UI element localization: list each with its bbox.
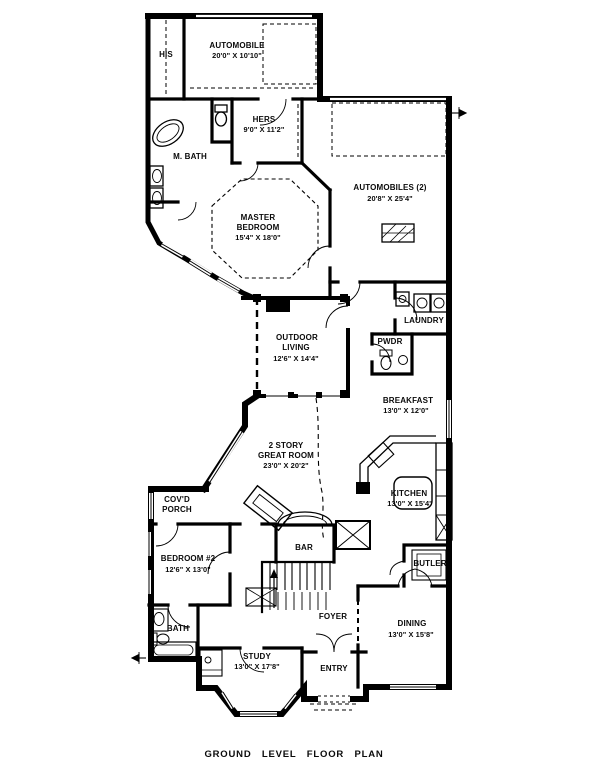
outdoor-fireplace — [266, 299, 290, 312]
label-bedroom-2: BEDROOM #2 12'6" X 13'0" — [161, 554, 216, 574]
windows — [147, 14, 451, 716]
svg-text:12'6" X 13'0": 12'6" X 13'0" — [165, 565, 211, 574]
kitchen-counter — [359, 435, 436, 492]
staircase — [269, 562, 331, 610]
great-room-fireplace — [242, 484, 294, 532]
master-tub — [152, 119, 184, 147]
front-door-opening — [318, 695, 350, 703]
svg-text:BREAKFAST: BREAKFAST — [383, 396, 433, 405]
label-master-bedroom: MASTER BEDROOM 15'4" X 18'0" — [235, 213, 281, 242]
svg-text:2 STORY: 2 STORY — [269, 441, 304, 450]
kitchen-island — [393, 476, 433, 510]
svg-text:GREAT ROOM: GREAT ROOM — [258, 451, 314, 460]
label-hers: HERS 9'0" X 11'2" — [244, 115, 285, 134]
svg-text:STUDY: STUDY — [243, 652, 271, 661]
svg-text:PWDR: PWDR — [377, 337, 402, 346]
svg-text:COV'D: COV'D — [164, 495, 190, 504]
bar-counter — [277, 511, 333, 526]
study-closet — [199, 649, 223, 677]
label-bath: BATH — [167, 624, 189, 633]
svg-text:20'0" X 10'10": 20'0" X 10'10" — [212, 51, 262, 60]
label-dining: DINING 13'0" X 15'8" — [388, 619, 434, 639]
label-outdoor-living: OUTDOOR LIVING 12'6" X 14'4" — [273, 333, 319, 363]
svg-text:BATH: BATH — [167, 624, 189, 633]
label-foyer: FOYER — [319, 612, 347, 621]
label-study: STUDY 13'0" X 17'8" — [234, 652, 280, 671]
svg-text:LIVING: LIVING — [282, 343, 310, 352]
bath-fixtures — [150, 608, 197, 659]
mbath-sink-2 — [149, 187, 164, 209]
outdoor-posts — [253, 294, 348, 398]
svg-text:BEDROOM #2: BEDROOM #2 — [161, 554, 216, 563]
svg-text:12'6" X 14'4": 12'6" X 14'4" — [273, 354, 319, 363]
svg-text:BAR: BAR — [295, 543, 313, 552]
kitchen-appliance-band — [435, 442, 453, 541]
svg-text:LAUNDRY: LAUNDRY — [404, 316, 444, 325]
svg-text:MASTER: MASTER — [241, 213, 276, 222]
room-labels: HIS AUTOMOBILE 20'0" X 10'10" HERS 9'0" … — [159, 41, 446, 673]
label-m-bath: M. BATH — [173, 152, 207, 161]
svg-text:9'0" X 11'2": 9'0" X 11'2" — [244, 125, 285, 134]
svg-text:OUTDOOR: OUTDOOR — [276, 333, 318, 342]
wc-toilet-bowl — [214, 111, 228, 127]
entry-steps — [310, 703, 356, 711]
svg-text:BEDROOM: BEDROOM — [237, 223, 280, 232]
label-breakfast: BREAKFAST 13'0" X 12'0" — [383, 396, 433, 415]
garage1-door-track — [262, 23, 317, 85]
label-pwdr: PWDR — [377, 337, 402, 346]
label-great-room: 2 STORY GREAT ROOM 23'0" X 20'2" — [258, 441, 314, 470]
cooktop — [367, 441, 395, 469]
stair-arrow-icon — [270, 569, 278, 578]
svg-text:13'0" X 17'8": 13'0" X 17'8" — [234, 662, 280, 671]
fixtures — [149, 104, 453, 677]
svg-text:13'0" X 12'0": 13'0" X 12'0" — [383, 406, 429, 415]
garage-hatch — [381, 223, 415, 243]
svg-text:DINING: DINING — [398, 619, 427, 628]
garage2-door-track — [331, 102, 447, 157]
svg-text:20'8" X 25'4": 20'8" X 25'4" — [367, 194, 413, 203]
door-swings — [155, 98, 433, 673]
shaft-x — [335, 520, 371, 550]
label-entry: ENTRY — [320, 664, 348, 673]
interior-walls — [146, 14, 451, 689]
label-automobile: AUTOMOBILE 20'0" X 10'10" — [209, 41, 265, 60]
svg-text:15'4" X 18'0": 15'4" X 18'0" — [235, 233, 281, 242]
svg-text:ENTRY: ENTRY — [320, 664, 348, 673]
label-automobiles-2: AUTOMOBILES (2) 20'8" X 25'4" — [353, 183, 426, 203]
svg-text:HERS: HERS — [253, 115, 276, 124]
svg-text:BUTLER: BUTLER — [413, 559, 446, 568]
plan-caption: GROUND LEVEL FLOOR PLAN — [204, 749, 383, 760]
svg-text:AUTOMOBILE: AUTOMOBILE — [209, 41, 265, 50]
pwdr-fixtures — [379, 349, 408, 370]
svg-text:AUTOMOBILES (2): AUTOMOBILES (2) — [353, 183, 426, 192]
label-his: HIS — [159, 50, 173, 59]
svg-text:FOYER: FOYER — [319, 612, 347, 621]
svg-text:13'0" X 15'4": 13'0" X 15'4" — [387, 499, 433, 508]
label-butler: BUTLER — [413, 559, 446, 568]
butler-counter — [411, 549, 447, 581]
label-kitchen: KITCHEN 13'0" X 15'4" — [387, 489, 433, 508]
svg-text:HIS: HIS — [159, 50, 173, 59]
understair-closet — [245, 587, 277, 607]
label-laundry: LAUNDRY — [404, 316, 444, 325]
mbath-sink-1 — [149, 165, 164, 187]
label-bar: BAR — [295, 543, 313, 552]
svg-text:KITCHEN: KITCHEN — [391, 489, 428, 498]
svg-text:23'0" X 20'2": 23'0" X 20'2" — [263, 461, 309, 470]
label-covd-porch: COV'D PORCH — [162, 495, 192, 514]
great-room-ceiling-line — [315, 397, 325, 541]
wc-toilet-tank — [214, 104, 228, 113]
section-markers — [130, 107, 468, 664]
svg-text:13'0" X 15'8": 13'0" X 15'8" — [388, 630, 434, 639]
laundry-appliances — [395, 291, 448, 313]
svg-text:PORCH: PORCH — [162, 505, 192, 514]
svg-text:M. BATH: M. BATH — [173, 152, 207, 161]
